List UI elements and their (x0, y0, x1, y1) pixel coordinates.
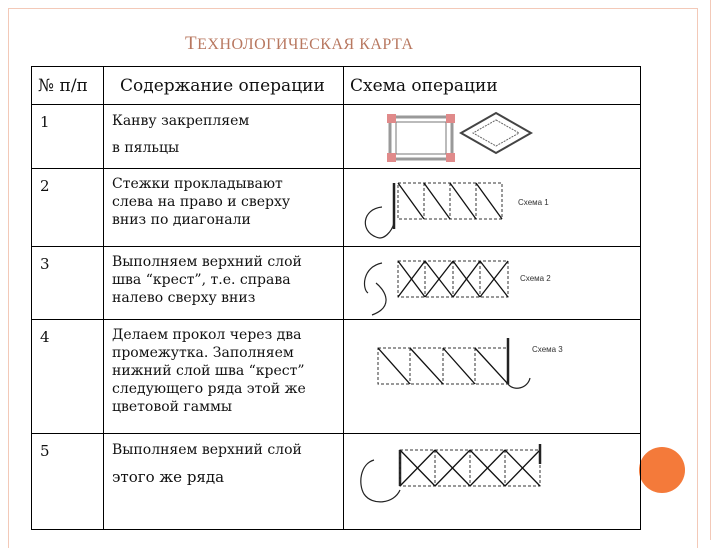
scheme-label: Схема 2 (520, 274, 551, 283)
hoop-corner (387, 114, 396, 123)
table-row: 5 Выполняем верхний слой этого же ряда (31, 433, 641, 530)
row-num: 2 (31, 168, 104, 247)
decorative-circle (639, 447, 685, 493)
hoop-frame (388, 115, 454, 161)
row-num: 3 (31, 246, 104, 320)
scheme-cell (343, 433, 641, 530)
diagonal-stitch (377, 347, 411, 385)
thread-curve (364, 206, 395, 239)
table-row: 2 Стежки прокладывают слева на право и с… (31, 168, 641, 247)
scheme-cell: Схема 2 (343, 246, 641, 320)
diagonal-stitch (475, 182, 503, 220)
row-text-line: слева на право и сверху (112, 194, 291, 210)
diagonal-stitch (474, 347, 509, 385)
table-row: 4 Делаем прокол через два промежутка. За… (31, 319, 641, 434)
table-row: 3 Выполняем верхний слой шва “крест”, т.… (31, 246, 641, 320)
row-text-line: нижний слой шва “крест” (112, 363, 305, 379)
header-scheme: Схема операции (343, 66, 641, 105)
tech-card-table: № п/п Содержание операции Схема операции… (31, 66, 641, 530)
row-text-line: следующего ряда этой же (112, 381, 306, 397)
row-text-line: шва “крест”, т.е. справа (112, 272, 291, 288)
cross-stitch (452, 260, 481, 298)
row-text-line: Стежки прокладывают (112, 176, 283, 192)
diagonal-stitch (397, 182, 425, 220)
cross-stitch (479, 260, 509, 298)
scheme-cell: Схема 1 (343, 168, 641, 247)
scheme-label: Схема 1 (518, 198, 549, 207)
hoop-canvas (395, 121, 447, 155)
thread-curve (363, 262, 387, 316)
row-text: Стежки прокладывают слева на право и све… (103, 168, 344, 247)
slide-frame (8, 8, 698, 548)
hoop-diamond-outer (458, 111, 534, 155)
diagonal-stitch (442, 347, 476, 385)
title-rest: ЕХНОЛОГИЧЕСКАЯ КАРТА (197, 36, 414, 53)
cross-stitch (434, 449, 471, 487)
thread-curve (507, 377, 531, 389)
cross-stitch (397, 260, 426, 298)
cross-stitch (399, 449, 436, 487)
cross-stitch (504, 449, 541, 487)
header-content: Содержание операции (103, 66, 344, 105)
cross-stitch (469, 449, 506, 487)
row-text-line: цветовой гаммы (112, 399, 233, 415)
row-text-line: этого же ряда (112, 468, 225, 486)
hoop-corner (387, 153, 396, 162)
row-text-line: Канву закрепляем (112, 113, 250, 129)
row-text-line: в пяльцы (112, 140, 180, 156)
slide-right-rule (710, 0, 711, 540)
scheme-1-drawing: Схема 1 (364, 182, 549, 239)
table-header-row: № п/п Содержание операции Схема операции (31, 66, 641, 105)
thread-curve (360, 459, 401, 503)
diagonal-stitch (449, 182, 477, 220)
row-text-line: вниз по диагонали (112, 212, 251, 228)
hoop-corner (446, 114, 455, 123)
cross-stitch (424, 260, 454, 298)
row-text: Канву закрепляем в пяльцы (103, 104, 344, 169)
row-text-line: промежутка. Заполняем (112, 345, 294, 361)
row-text-line: налево сверху вниз (112, 290, 256, 306)
row-num: 1 (31, 104, 104, 169)
row-text: Выполняем верхний слой шва “крест”, т.е.… (103, 246, 344, 320)
hoop-diamond-inner (471, 119, 521, 147)
scheme-cell: Схема 3 (343, 319, 641, 434)
row-text: Делаем прокол через два промежутка. Запо… (103, 319, 344, 434)
hoop-illustration (387, 111, 534, 162)
scheme-label: Схема 3 (532, 345, 563, 354)
page-title: ТЕХНОЛОГИЧЕСКАЯ КАРТА (185, 33, 485, 55)
row-text-line: Выполняем верхний слой (112, 254, 302, 270)
table-row: 1 Канву закрепляем в пяльцы (31, 104, 641, 169)
diagonal-stitch (423, 182, 451, 220)
scheme-3-drawing: Схема 3 (377, 338, 563, 389)
scheme-2-drawing: Схема 2 (363, 260, 551, 316)
scheme-cell (343, 104, 641, 169)
row-text-line: Делаем прокол через два (112, 327, 302, 343)
row-text-line: Выполняем верхний слой (112, 442, 302, 458)
row-text: Выполняем верхний слой этого же ряда (103, 433, 344, 530)
row-num: 5 (31, 433, 104, 530)
row-num: 4 (31, 319, 104, 434)
title-first-letter: Т (185, 33, 198, 54)
hoop-corner (446, 153, 455, 162)
scheme-4-drawing (360, 444, 542, 503)
diagonal-stitch (409, 347, 444, 385)
header-num: № п/п (31, 66, 104, 105)
